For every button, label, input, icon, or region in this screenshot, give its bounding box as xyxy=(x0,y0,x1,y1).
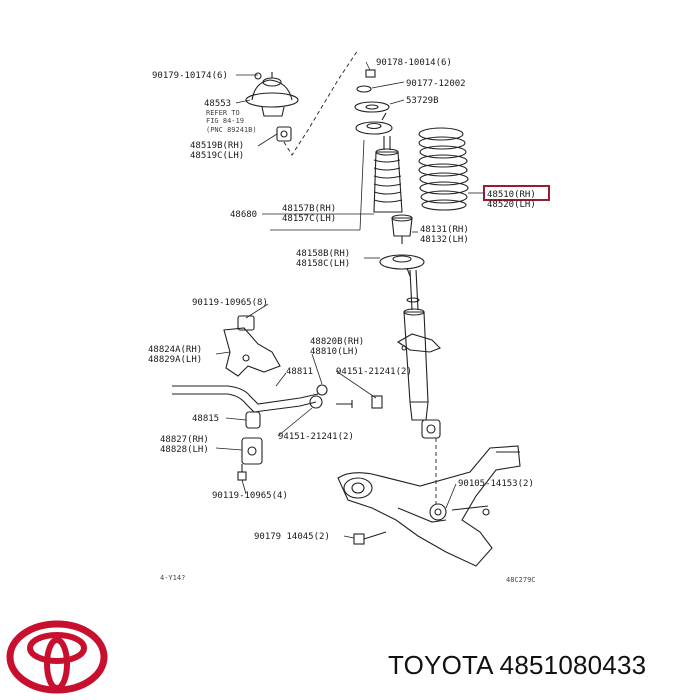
label-48520: 48520(LH) xyxy=(487,200,536,210)
label-90105-14153: 90105-14153(2) xyxy=(458,479,534,489)
label-90179-10174: 90179-10174(6) xyxy=(152,71,228,81)
label-90119-10965-4: 90119-10965(4) xyxy=(212,491,288,501)
label-refer-fig: FIG 84-19 xyxy=(206,117,244,125)
label-refer-to: REFER TO xyxy=(206,109,240,117)
label-48519c: 48519C(LH) xyxy=(190,151,244,161)
label-94151-21241-upper: 94151-21241(2) xyxy=(336,367,412,377)
leader-lines xyxy=(215,61,484,539)
label-48815: 48815 xyxy=(192,414,219,424)
label-90178-10014: 90178-10014(6) xyxy=(376,58,452,68)
label-48158b: 48158B(RH) xyxy=(296,249,350,259)
label-48158c: 48158C(LH) xyxy=(296,259,350,269)
label-48820b: 48820B(RH) xyxy=(310,337,364,347)
lower-spring-seat xyxy=(379,254,425,277)
label-refer-pnc: (PNC 89241B) xyxy=(206,126,257,134)
bump-stopper xyxy=(391,214,413,244)
label-48157b: 48157B(RH) xyxy=(282,204,336,214)
lower-control-arm xyxy=(337,438,521,567)
shock-absorber xyxy=(396,269,441,439)
label-48510: 48510(RH) xyxy=(487,190,536,200)
label-48811: 48811 xyxy=(286,367,313,377)
upper-support-assembly xyxy=(245,49,393,156)
label-90119-10965-8: 90119-10965(8) xyxy=(192,298,268,308)
label-48519b: 48519B(RH) xyxy=(190,141,244,151)
label-48680: 48680 xyxy=(230,210,257,220)
dust-boot xyxy=(373,136,403,213)
label-48132: 48132(LH) xyxy=(420,235,469,245)
label-48131: 48131(RH) xyxy=(420,225,469,235)
label-53729b: 53729B xyxy=(406,96,439,106)
label-48157c: 48157C(LH) xyxy=(282,214,336,224)
coil-spring xyxy=(418,127,469,211)
label-48810: 48810(LH) xyxy=(310,347,359,357)
footer-right-code: 48C279C xyxy=(506,576,536,584)
label-90177-12002: 90177-12002 xyxy=(406,79,466,89)
label-48824a: 48824A(RH) xyxy=(148,345,202,355)
label-48827: 48827(RH) xyxy=(160,435,209,445)
label-48829a: 48829A(LH) xyxy=(148,355,202,365)
brand-part-number: TOYOTA 4851080433 xyxy=(388,650,647,680)
label-48553: 48553 xyxy=(204,99,231,109)
label-48828: 48828(LH) xyxy=(160,445,209,455)
label-90179-14045: 90179 14045(2) xyxy=(254,532,330,542)
label-94151-21241-lower: 94151-21241(2) xyxy=(278,432,354,442)
toyota-logo xyxy=(6,620,108,694)
footer-left-code: 4-Y14? xyxy=(160,574,185,582)
stabilizer-assembly xyxy=(172,315,489,545)
